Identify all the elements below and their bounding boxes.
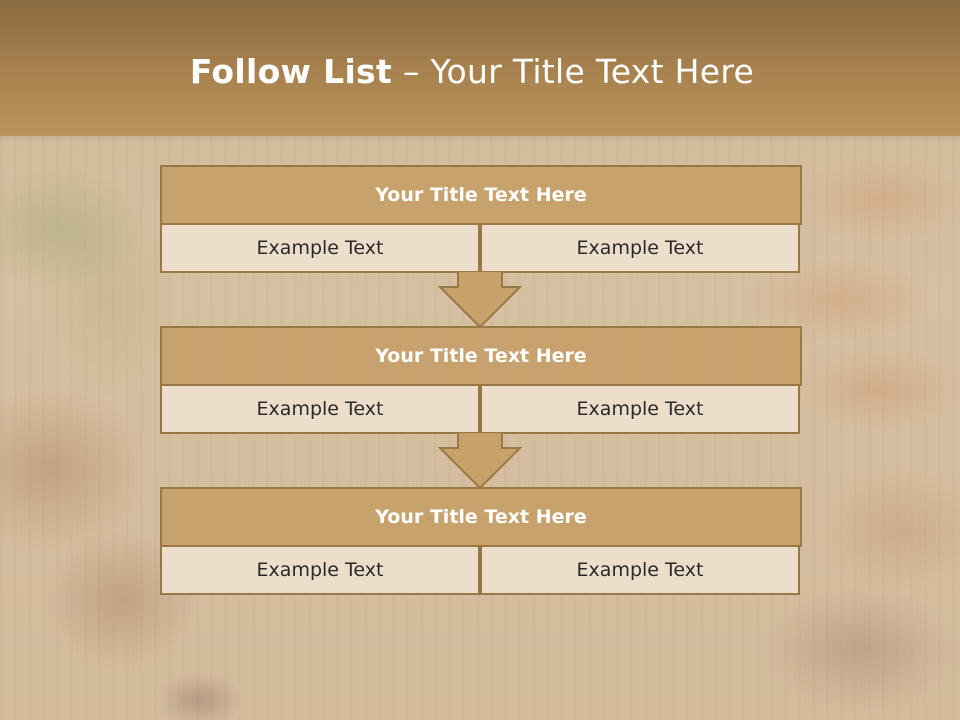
list-block-3: Your Title Text Here Example Text Exampl… [160, 487, 802, 595]
block-title: Your Title Text Here [160, 165, 802, 225]
block-title: Your Title Text Here [160, 487, 802, 547]
block-cell-left: Example Text [160, 223, 480, 273]
slide-title: Follow List – Your Title Text Here [0, 52, 944, 91]
slide-title-bold: Follow List [189, 52, 393, 91]
block-cell-right: Example Text [480, 545, 800, 595]
list-block-1: Your Title Text Here Example Text Exampl… [160, 165, 802, 273]
block-cell-left: Example Text [160, 545, 480, 595]
block-cell-right: Example Text [480, 223, 800, 273]
block-title: Your Title Text Here [160, 326, 802, 386]
slide-title-rest: – Your Title Text Here [392, 52, 755, 91]
down-arrow-icon [438, 271, 522, 329]
block-cell-right: Example Text [480, 384, 800, 434]
down-arrow-icon [438, 432, 522, 490]
list-block-2: Your Title Text Here Example Text Exampl… [160, 326, 802, 434]
block-cell-left: Example Text [160, 384, 480, 434]
title-bar: Follow List – Your Title Text Here [0, 0, 960, 136]
